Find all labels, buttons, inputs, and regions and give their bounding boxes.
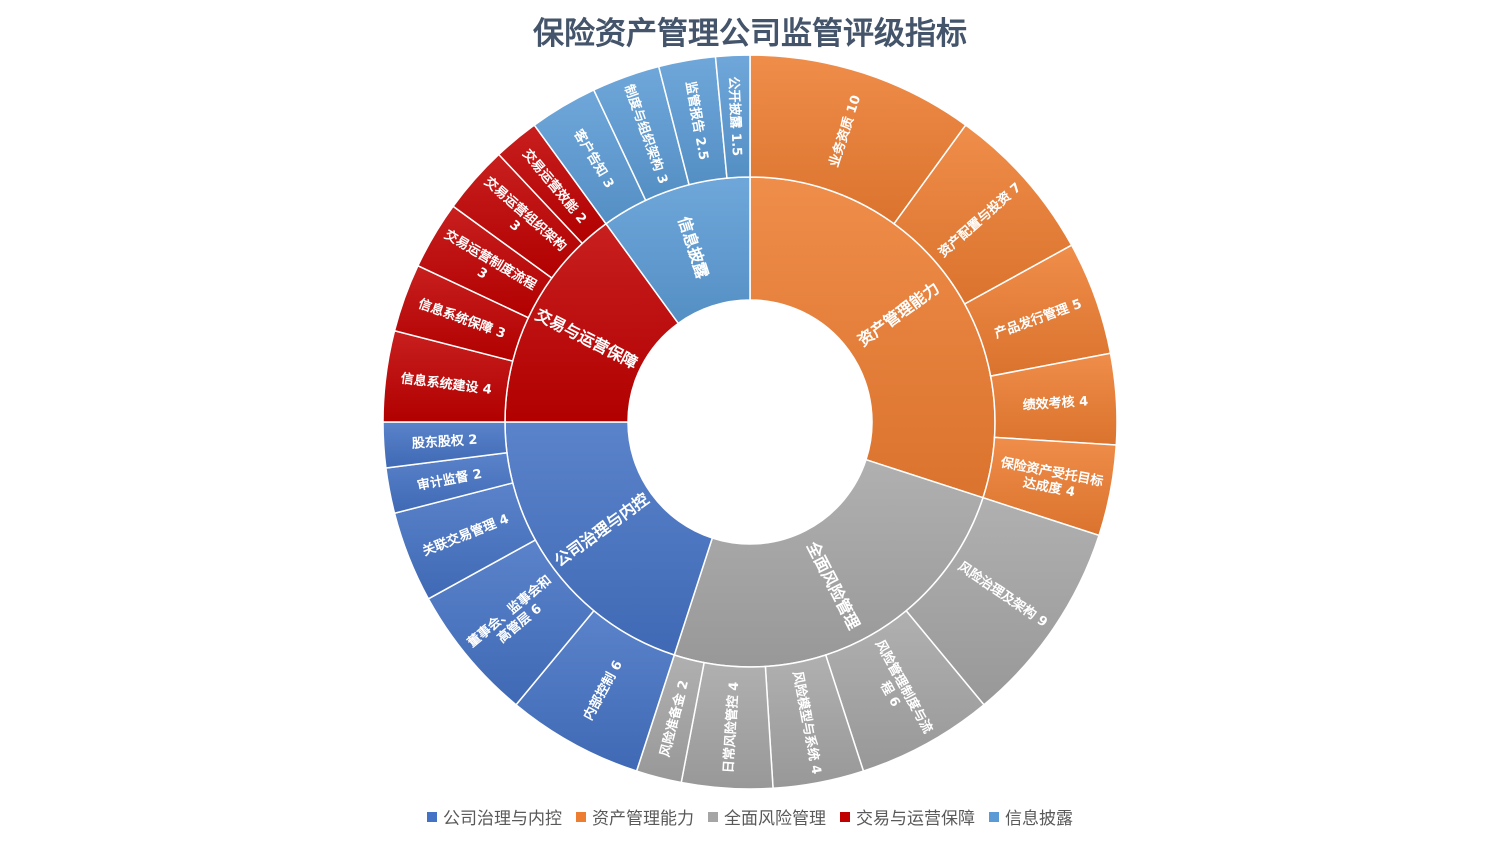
legend-swatch: [576, 811, 586, 822]
legend-label: 交易与运营保障: [856, 809, 975, 829]
outer-segment[interactable]: [714, 54, 751, 179]
outer-segment-label: 日常风险管控 4: [720, 681, 742, 773]
legend-item: 全面风险管理: [708, 804, 826, 829]
chart-title: 保险资产管理公司监管评级指标: [533, 16, 967, 52]
legend: 公司治理与内控 资产管理能力 全面风险管理 交易与运营保障 信息披露: [0, 804, 1500, 829]
outer-segment-label: 绩效考核 4: [1022, 393, 1088, 413]
legend-item: 信息披露: [989, 804, 1073, 829]
legend-swatch: [989, 811, 999, 822]
legend-swatch: [840, 811, 850, 822]
legend-label: 资产管理能力: [592, 809, 694, 829]
legend-swatch: [427, 811, 437, 822]
outer-segment-label: 股东股权 2: [411, 432, 477, 452]
legend-item: 公司治理与内控: [427, 804, 562, 829]
legend-label: 公司治理与内控: [443, 809, 562, 829]
legend-swatch: [708, 811, 718, 822]
legend-label: 全面风险管理: [724, 809, 826, 829]
legend-item: 资产管理能力: [576, 804, 694, 829]
legend-label: 信息披露: [1005, 809, 1073, 829]
legend-item: 交易与运营保障: [840, 804, 975, 829]
outer-segment-label: 公开披露 1.5: [725, 76, 745, 156]
